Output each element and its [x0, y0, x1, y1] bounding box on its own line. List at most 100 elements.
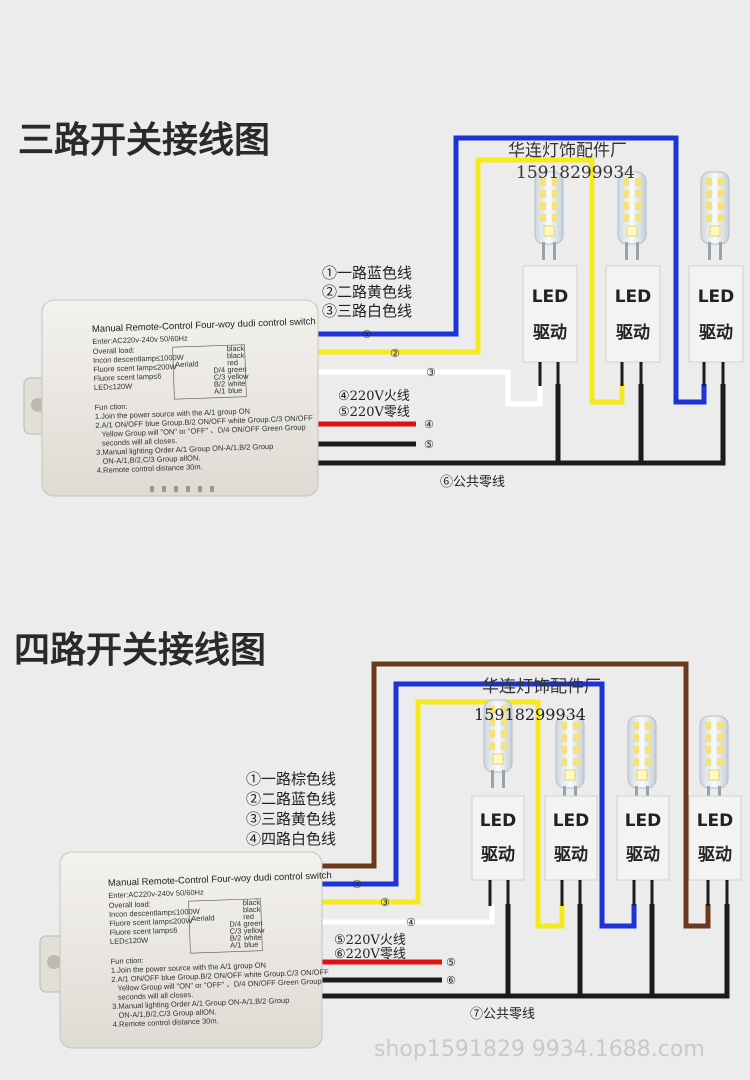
module-wire: blue: [228, 386, 242, 395]
module-load-line: Overall load:: [93, 346, 135, 356]
wire-marker: ①: [362, 328, 372, 341]
module-channel: A/1: [230, 940, 242, 949]
module-aerial: Aeriald: [175, 359, 199, 369]
led-label: LED: [615, 287, 652, 307]
wire-marker: ②: [390, 347, 400, 360]
power-legend: ⑥220V零线: [334, 947, 406, 962]
watermark-name: 华连灯饰配件厂: [482, 677, 601, 697]
module-aerial: Aeriald: [191, 913, 215, 923]
blue-wire-2: [320, 681, 637, 929]
led-driver-box: [605, 265, 661, 363]
module-channel: B/2: [230, 933, 242, 942]
module-wire: black: [227, 351, 245, 361]
yellow-wire-1: [316, 157, 625, 405]
driver-label: 驱动: [616, 323, 650, 343]
module-wire: green: [227, 365, 246, 375]
legend-item: ④四路白色线: [246, 830, 336, 848]
watermark-name: 华连灯饰配件厂: [508, 141, 627, 161]
module-channel: B/2: [214, 379, 226, 388]
module-func-line: ON-A/1,B/2,C/3 Group allON.: [118, 1007, 216, 1019]
led-driver-box: [522, 265, 578, 363]
common-neutral-1: [316, 384, 726, 466]
white-wire-2: [320, 904, 495, 925]
module-wire: white: [243, 933, 262, 943]
diagram2-led-units: LED LED LED LED 驱动 驱动 驱动 驱动: [471, 699, 742, 906]
legend-item: ③三路白色线: [322, 302, 412, 320]
module-load-line: LED≤120W: [110, 936, 150, 946]
module-load-line: Fluore scent lamp≤6: [93, 372, 161, 383]
white-wire-1: [316, 369, 543, 407]
wire-marker: ④: [406, 916, 416, 929]
common-neutral-label: ⑥公共零线: [440, 475, 505, 490]
module-wire: black: [227, 344, 245, 354]
module-wire: red: [227, 358, 238, 367]
led-label: LED: [532, 287, 569, 307]
wire-marker: ②: [352, 878, 362, 891]
wire-marker: ⑤: [424, 438, 434, 451]
module-func-line: ON-A/1,B/2,C/3 Group allON.: [102, 453, 200, 465]
common-neutral-2: [320, 904, 730, 999]
module-func-line: Fun ction:: [94, 402, 127, 412]
module-load-line: Fluore scent lamp≤6: [109, 926, 177, 937]
driver-label: 驱动: [626, 845, 660, 865]
module-load-line: LED≤120W: [94, 382, 134, 392]
diagram1-title: 三路开关接线图: [18, 120, 270, 161]
module-func-line: 4.Remote control distance 30m.: [97, 462, 203, 475]
module-enter: Enter:AC220v-240v 50/60Hz: [92, 334, 188, 346]
module-load-line: Incon descentlamp≤1000W: [93, 353, 185, 365]
power-legend: ⑤220V零线: [338, 405, 410, 420]
wire-marker: ⑥: [446, 974, 456, 987]
module-load-line: Fluore scent lamp≤200W: [109, 916, 194, 928]
watermark-phone: 15918299934: [474, 705, 586, 724]
footer-watermark: shop1591829 9934.1688.com: [374, 1037, 705, 1062]
diagram1-led-units: LED LED LED 驱动 驱动 驱动: [522, 171, 744, 386]
module-wire: red: [243, 912, 254, 921]
power-legend: ④220V火线: [338, 389, 410, 404]
module-func-line: Fun ction:: [110, 956, 143, 966]
led-bulb: [555, 715, 585, 805]
led-bulb: [617, 171, 647, 261]
module-func-line: seconds will all closes.: [118, 990, 194, 1002]
driver-label: 驱动: [481, 845, 515, 865]
controller-module-1: Manual Remote-Control Four-woy dudi cont…: [23, 299, 319, 497]
led-bulb: [700, 171, 730, 261]
led-bulb: [627, 715, 657, 805]
legend-item: ①一路棕色线: [246, 770, 336, 788]
brown-wire-2: [320, 661, 711, 929]
module-channel: D/4: [229, 919, 241, 928]
driver-label: 驱动: [554, 845, 588, 865]
module-wire: white: [227, 379, 246, 389]
module-load-line: Incon descentlamp≤1000W: [109, 907, 201, 919]
legend-item: ②二路黄色线: [322, 283, 412, 301]
led-driver-box: [544, 795, 598, 881]
led-driver-box: [688, 265, 744, 363]
diagram2-title: 四路开关接线图: [14, 630, 266, 671]
led-label: LED: [625, 811, 662, 831]
module-func-line: seconds will all closes.: [102, 436, 178, 448]
led-label: LED: [698, 287, 735, 307]
module-channel: D/4: [213, 365, 225, 374]
led-label: LED: [553, 811, 590, 831]
led-bulb: [699, 715, 729, 805]
module-wire: yellow: [243, 926, 265, 936]
module-func-line: 4.Remote control distance 30m.: [113, 1016, 219, 1029]
module-load-line: Fluore scent lamp≤200W: [93, 362, 178, 374]
module-wire: yellow: [227, 372, 249, 382]
wire-marker: ③: [426, 366, 436, 379]
driver-label: 驱动: [698, 845, 732, 865]
blue-wire-1: [316, 135, 707, 405]
led-driver-box: [471, 795, 525, 881]
led-label: LED: [480, 811, 517, 831]
led-driver-box: [688, 795, 742, 881]
wire-marker: ④: [424, 418, 434, 431]
module-wire: black: [243, 905, 261, 915]
module-channel: C/3: [213, 372, 225, 381]
driver-label: 驱动: [533, 323, 567, 343]
module-load-line: Overall load:: [109, 900, 151, 910]
module-wire: green: [243, 919, 262, 929]
power-legend: ⑤220V火线: [334, 933, 406, 948]
module-channel: A/1: [214, 386, 226, 395]
legend-item: ①一路蓝色线: [322, 264, 412, 282]
module-wire: blue: [244, 940, 258, 949]
